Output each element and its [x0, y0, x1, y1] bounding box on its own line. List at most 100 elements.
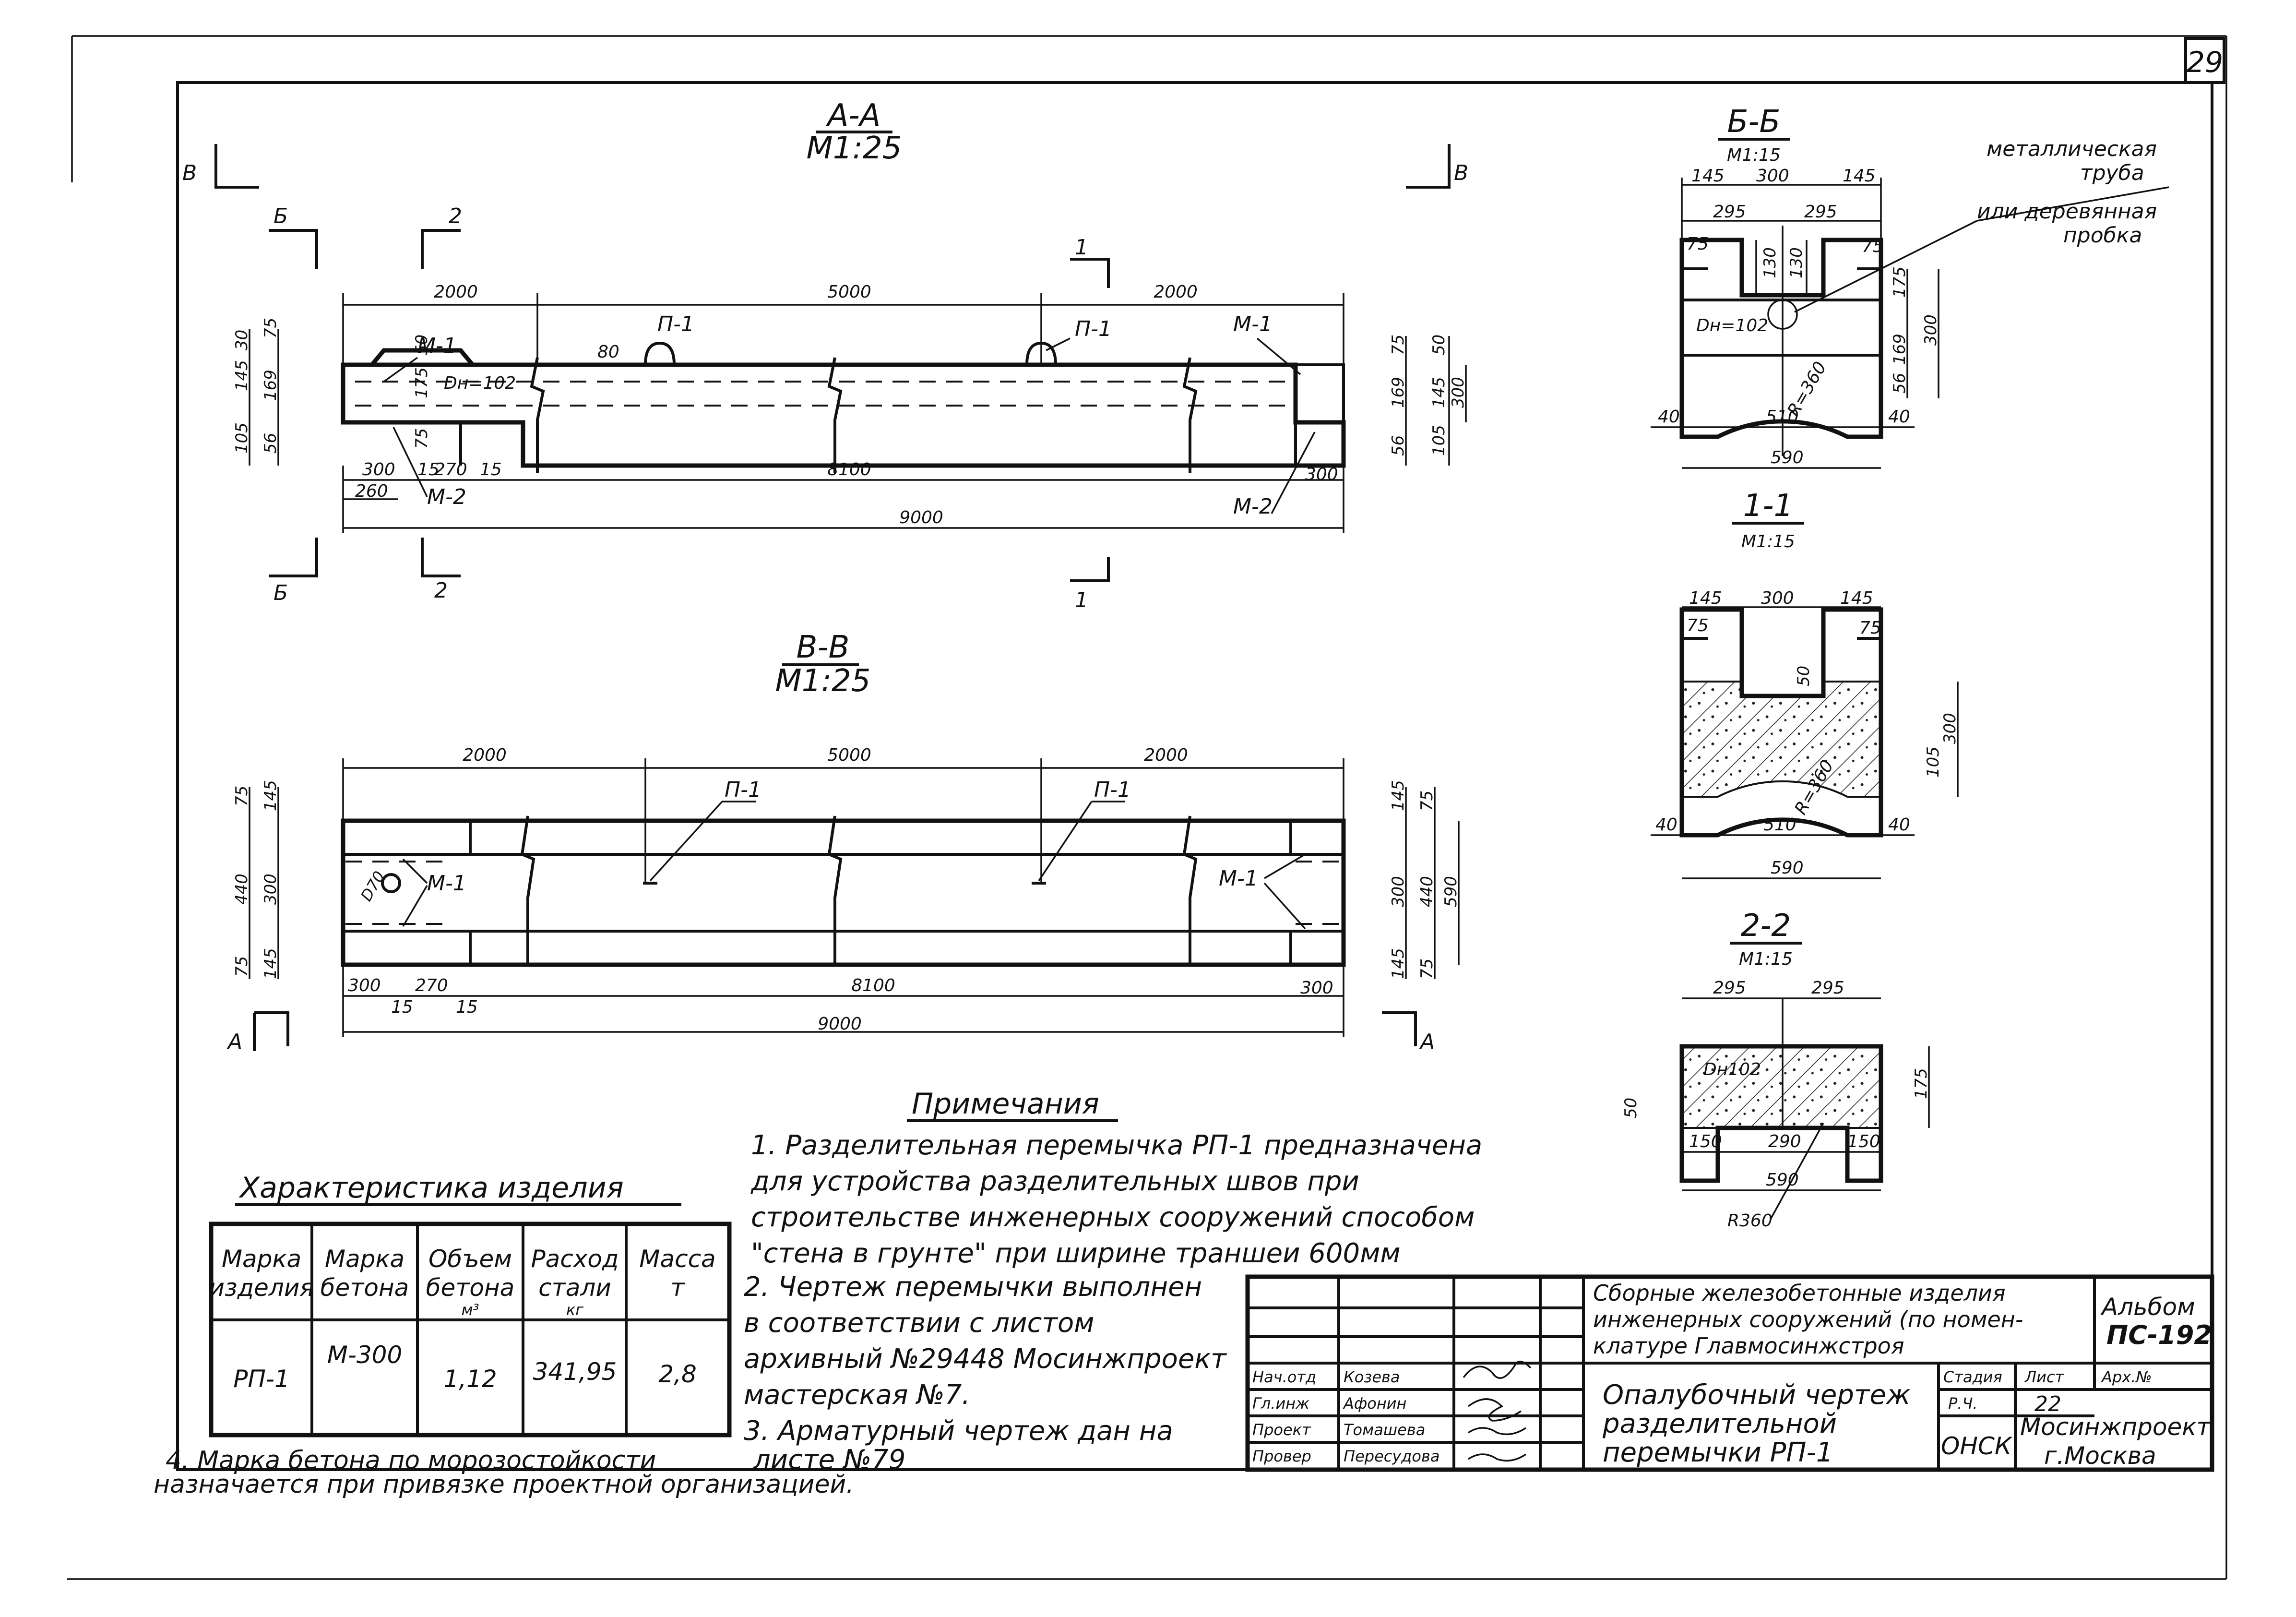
bb-bottom-510: 510 — [1766, 407, 1799, 427]
s22-bottom-150-right: 150 — [1847, 1132, 1880, 1151]
pipe-note-line3: или деревянная — [1977, 199, 2157, 224]
aa-left-145: 145 — [232, 360, 251, 391]
note-4-line-b: назначается при привязке проектной орган… — [154, 1470, 854, 1499]
s22-bottom-290: 290 — [1768, 1132, 1801, 1151]
char-h5-l2: т — [670, 1274, 685, 1302]
char-row-mark: РП-1 — [233, 1365, 290, 1393]
stamp-role-3: Проект — [1252, 1421, 1311, 1439]
vv-right-440: 440 — [1417, 876, 1437, 907]
stamp-title-2: разделительной — [1602, 1408, 1837, 1439]
pipe-note-line2: труба — [2080, 161, 2144, 185]
signature-4 — [1468, 1453, 1526, 1462]
section-11: 1-1 М1:15 145 300 145 75 75 50 300 105 R… — [1651, 488, 1960, 879]
s11-bottom-590: 590 — [1771, 858, 1804, 878]
aa-label-m2-left: М-2 — [427, 485, 466, 509]
vv-label-p1-left: П-1 — [725, 778, 761, 802]
aa-dim-300-left: 300 — [362, 460, 395, 479]
vv-dim-15-a: 15 — [391, 997, 413, 1017]
aa-dim-80: 80 — [597, 342, 619, 362]
s22-label-d102: Dн102 — [1703, 1060, 1761, 1079]
aa-dim-270: 270 — [434, 460, 467, 479]
aa-right-169: 169 — [1389, 377, 1408, 408]
s11-top-145-left: 145 — [1689, 588, 1722, 608]
char-row-steel: 341,95 — [533, 1358, 617, 1386]
stamp-sheet: 22 — [2034, 1392, 2061, 1416]
bb-top-145-right: 145 — [1843, 166, 1876, 186]
bb-top-295-left: 295 — [1713, 202, 1746, 222]
char-table-title: Характеристика изделия — [238, 1171, 624, 1205]
marker-1-bottom: 1 — [1075, 588, 1088, 612]
stamp-name-4: Пересудова — [1344, 1447, 1439, 1465]
char-h1-l2: изделия — [209, 1274, 314, 1302]
vv-dim-15-b: 15 — [456, 997, 478, 1017]
vv-dim-2000-left: 2000 — [463, 745, 507, 765]
section-vv-title: В-В — [797, 630, 850, 665]
aa-inner-50: 50 — [412, 335, 431, 355]
note-1-line-d: "стена в грунте" при ширине траншеи 600м… — [751, 1238, 1401, 1269]
marker-2-bottom: 2 — [434, 578, 448, 603]
vv-right-590: 590 — [1441, 876, 1461, 907]
vv-dim-9000: 9000 — [818, 1014, 862, 1034]
char-h3-l2: бетона — [426, 1274, 515, 1302]
section-bb-scale: М1:15 — [1727, 145, 1781, 165]
bb-right-169: 169 — [1890, 334, 1909, 365]
char-h3-l1: Объем — [428, 1245, 512, 1273]
signature-2 — [1467, 1398, 1522, 1422]
aa-left-56: 56 — [261, 433, 280, 454]
stamp-title-1: Опалубочный чертеж — [1603, 1379, 1910, 1411]
stamp-desc-1: Сборные железобетонные изделия — [1593, 1280, 2006, 1306]
signature-1 — [1463, 1360, 1532, 1379]
note-2-line-b: в соответствии с листом — [744, 1307, 1094, 1339]
aa-label-p1-right: П-1 — [1075, 317, 1112, 341]
stamp-role-4: Провер — [1252, 1447, 1311, 1465]
stamp-album-label: Альбом — [2100, 1293, 2195, 1321]
bb-bottom-40-left: 40 — [1658, 407, 1680, 427]
stamp-sheet-label: Лист — [2024, 1368, 2064, 1386]
aa-label-dn102: Dн=102 — [444, 373, 516, 393]
marker-v-right: В — [1454, 161, 1468, 185]
aa-right-75: 75 — [1389, 335, 1408, 355]
vv-left-75b: 75 — [232, 956, 251, 977]
section-11-scale: М1:15 — [1741, 532, 1795, 551]
marker-v-left: В — [182, 161, 197, 185]
characteristics-table: Характеристика изделия Марка изделия Мар… — [209, 1171, 732, 1437]
stamp-album: ПС-192 — [2106, 1320, 2212, 1350]
bb-center-130-b: 130 — [1787, 247, 1806, 278]
aa-label-m2-right: М-2 — [1233, 494, 1273, 519]
vv-dim-300-right: 300 — [1300, 978, 1333, 998]
sheet-number: 29 — [2187, 46, 2223, 79]
vv-left-145: 145 — [261, 780, 280, 811]
aa-left-169: 169 — [261, 370, 280, 401]
char-row-volume: 1,12 — [443, 1365, 497, 1393]
char-row-mass: 2,8 — [658, 1360, 697, 1388]
aa-label-p1-left: П-1 — [657, 312, 694, 336]
s22-top-295-left: 295 — [1713, 978, 1746, 998]
vv-dim-2000-right: 2000 — [1144, 745, 1188, 765]
marker-1-top: 1 — [1075, 235, 1088, 260]
bb-top-145-left: 145 — [1691, 166, 1725, 186]
char-h4-l1: Расход — [531, 1245, 619, 1273]
vv-left-75: 75 — [232, 786, 251, 806]
s11-left-75: 75 — [1687, 616, 1709, 635]
char-h4-l2: стали — [538, 1274, 611, 1302]
char-h3-l3: м³ — [462, 1301, 479, 1319]
vv-left-440: 440 — [232, 874, 251, 905]
notes-block: Примечания 1. Разделительная перемычка Р… — [154, 1087, 1482, 1499]
char-h4-l3: кг — [566, 1301, 583, 1319]
s11-center-50: 50 — [1794, 666, 1813, 686]
bb-right-75: 75 — [1862, 237, 1884, 256]
note-4-line-a: 4. Марка бетона по морозостойкости — [166, 1446, 656, 1475]
aa-label-m1-right: М-1 — [1233, 312, 1273, 336]
s11-bottom-40-right: 40 — [1888, 815, 1910, 835]
vv-right-75: 75 — [1417, 791, 1437, 811]
aa-dim-5000: 5000 — [827, 282, 871, 302]
aa-inner-175: 175 — [412, 367, 431, 398]
aa-right-56: 56 — [1389, 435, 1408, 456]
vv-right-145b: 145 — [1389, 948, 1408, 979]
marker-a-left: А — [226, 1030, 242, 1054]
pipe-note-line4: пробка — [2063, 223, 2142, 248]
s22-right-175: 175 — [1912, 1068, 1931, 1099]
vv-right-145: 145 — [1389, 780, 1408, 811]
stamp-arch-label: Арх.№ — [2101, 1368, 2152, 1386]
bb-right-300: 300 — [1921, 314, 1940, 346]
